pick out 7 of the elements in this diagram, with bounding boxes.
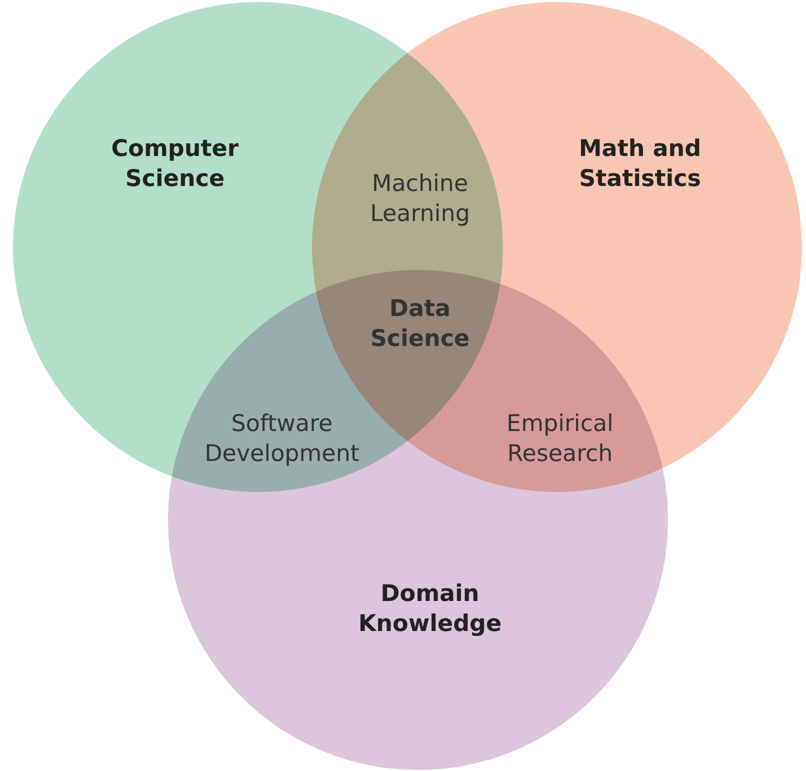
overlap-label: Empirical Research [506, 410, 614, 469]
overlap-label: Data Science [369, 295, 471, 354]
overlap-label: Machine Learning [369, 170, 471, 229]
circle-label: Computer Science [110, 135, 240, 194]
circle-label: Domain Knowledge [357, 580, 503, 639]
circle-label: Math and Statistics [578, 135, 702, 194]
overlap-label: Software Development [204, 410, 360, 469]
